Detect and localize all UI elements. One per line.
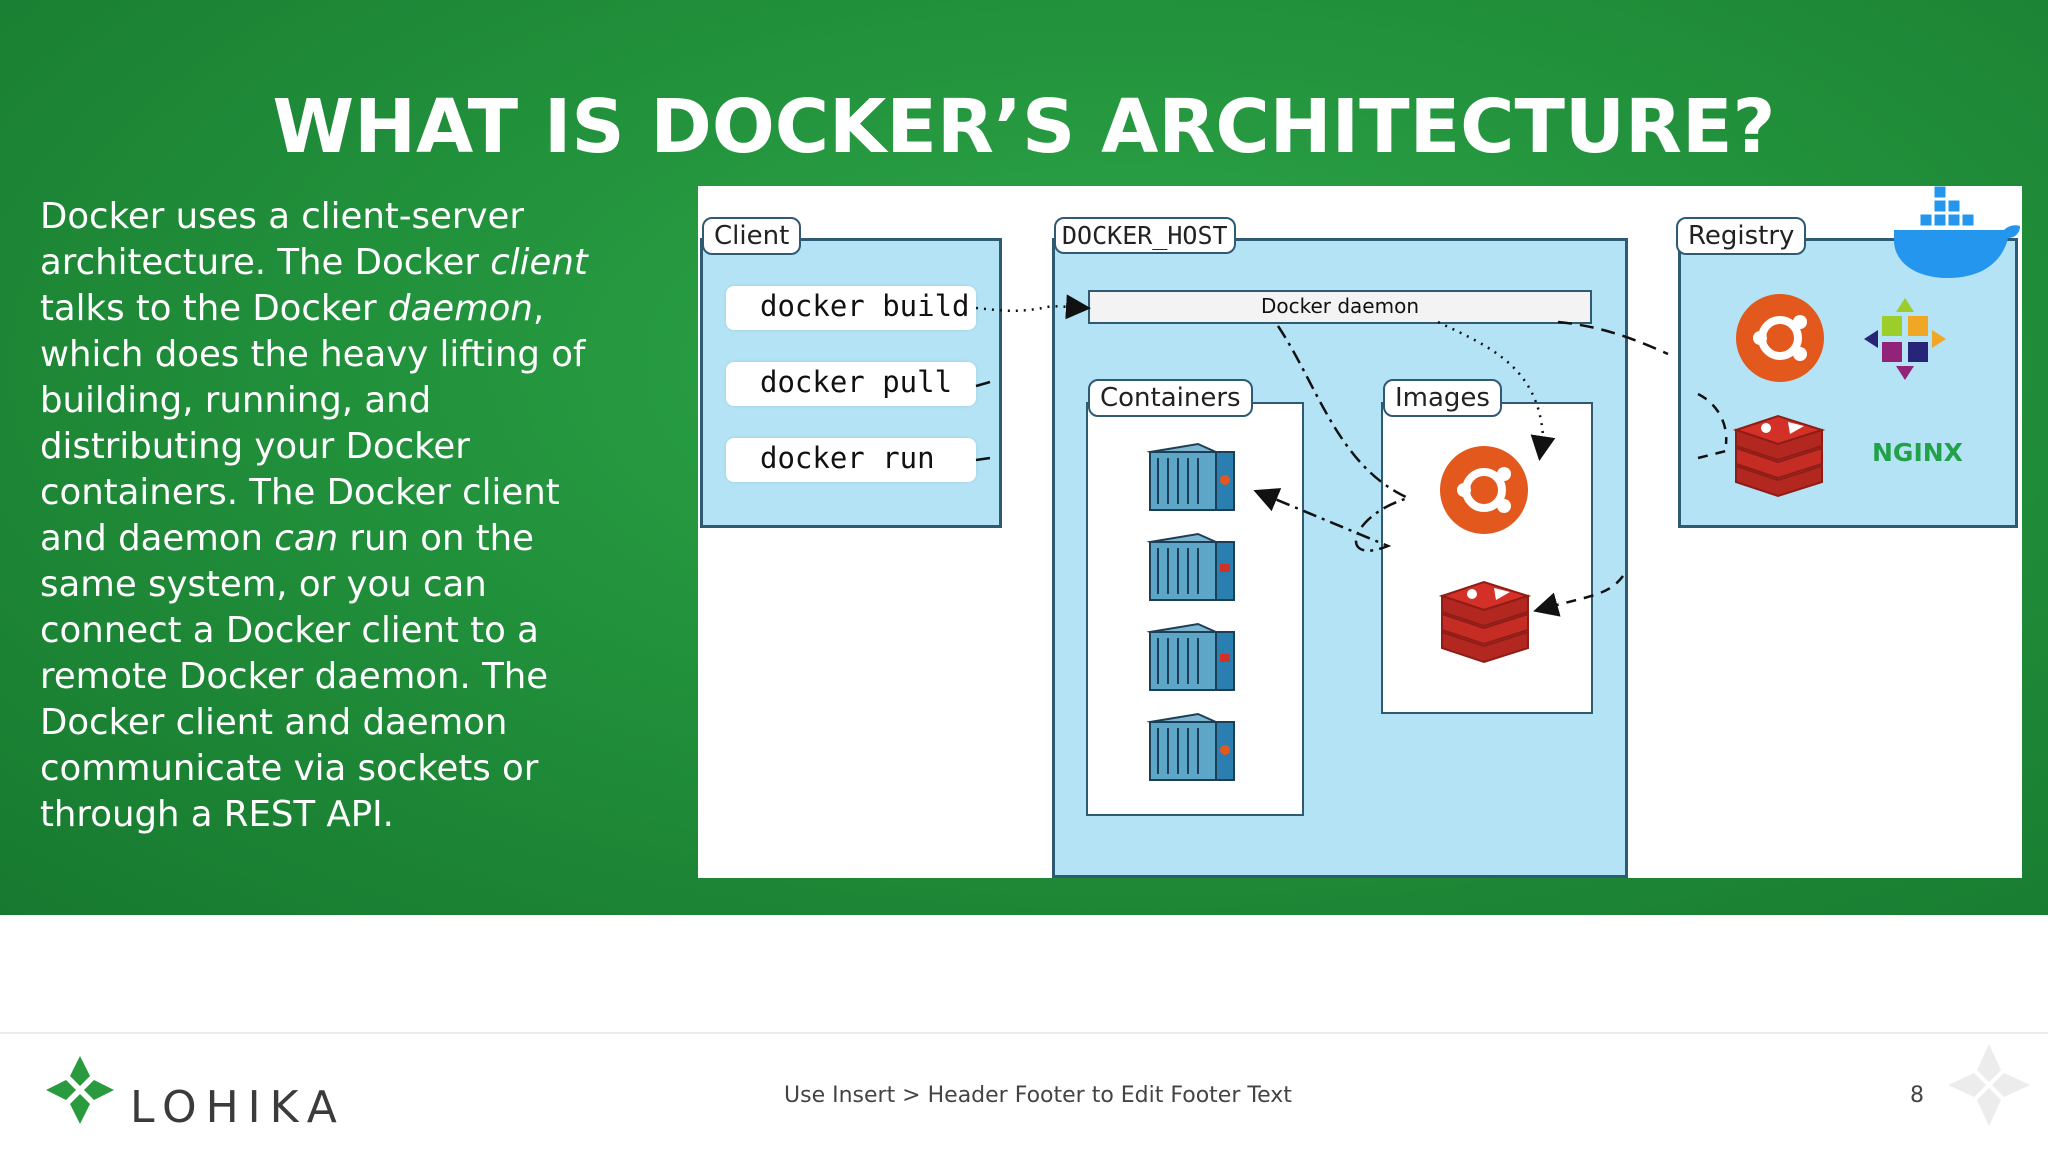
body-text-can: can	[274, 518, 339, 559]
docker-architecture-diagram: Client docker build docker pull docker r…	[698, 186, 2022, 878]
container-icon-1	[1146, 442, 1235, 511]
connector-registry-redis-link	[1697, 448, 1731, 460]
page-number: 8	[1910, 1083, 1924, 1108]
docker-daemon-bar: Docker daemon	[1088, 290, 1592, 324]
nginx-logo-label: NGINX	[1872, 438, 1963, 467]
watermark-logo-icon	[1948, 1044, 2030, 1126]
body-text-part-1: Docker uses a client-server architecture…	[40, 196, 524, 283]
body-text-client: client	[490, 242, 588, 283]
connector-build-to-daemon	[975, 294, 1091, 320]
client-label: Client	[702, 217, 802, 255]
registry-redis-icon	[1732, 414, 1826, 498]
connector-registry-ubuntu-link	[1697, 392, 1728, 445]
containers-label: Containers	[1088, 379, 1253, 417]
body-text-part-4: run on the same system, or you can conne…	[40, 518, 549, 835]
footer-divider	[0, 1032, 2048, 1034]
lohika-logo-icon	[46, 1056, 114, 1124]
command-docker-build: docker build	[726, 286, 976, 330]
connector-image-to-container	[1253, 325, 1412, 552]
connector-daemon-to-registry	[1557, 320, 1669, 356]
slide-title: WHAT IS DOCKER’S ARCHITECTURE?	[272, 84, 1776, 170]
container-icon-2	[1146, 532, 1235, 601]
connector-pull	[975, 380, 991, 388]
registry-ubuntu-icon	[1736, 294, 1824, 382]
connector-daemon-to-image	[1437, 320, 1556, 461]
registry-centos-icon	[1864, 298, 1946, 380]
images-label: Images	[1383, 379, 1502, 417]
slide-body-text: Docker uses a client-server architecture…	[40, 194, 600, 838]
docker-whale-logo	[1894, 186, 2020, 278]
body-text-part-2: talks to the Docker	[40, 288, 388, 329]
lohika-brand-text: LOHIKA	[130, 1082, 346, 1133]
registry-box	[1678, 238, 2018, 528]
container-icon-3	[1146, 622, 1235, 691]
connector-run	[975, 456, 991, 462]
registry-label: Registry	[1676, 217, 1807, 255]
command-docker-pull: docker pull	[726, 362, 976, 406]
body-text-part-3: , which does the heavy lifting of buildi…	[40, 288, 586, 559]
footer-text: Use Insert > Header Footer to Edit Foote…	[784, 1083, 1292, 1108]
command-docker-run: docker run	[726, 438, 976, 482]
redis-image-icon	[1438, 580, 1532, 664]
docker-host-label: DOCKER_HOST	[1054, 217, 1236, 254]
connector-registry-to-redis	[1533, 575, 1624, 617]
body-text-daemon: daemon	[387, 288, 533, 329]
container-icon-4	[1146, 712, 1235, 781]
ubuntu-image-icon	[1440, 446, 1528, 534]
diagram-graphics	[975, 186, 2020, 781]
